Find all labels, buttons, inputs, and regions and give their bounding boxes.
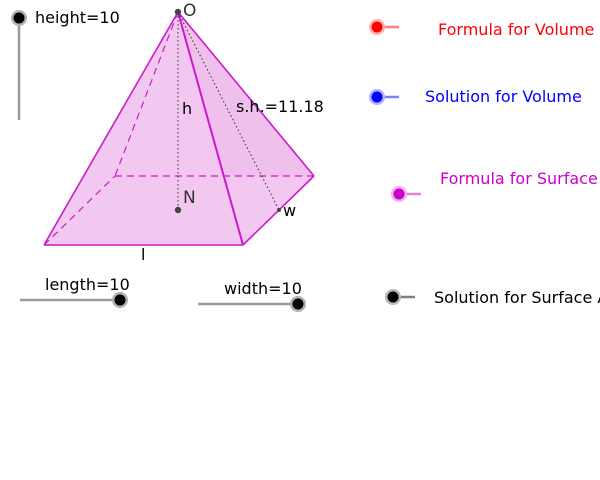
height-slider-knob[interactable] (13, 12, 25, 24)
slant-height-line (177, 11, 280, 211)
toggle-surface-formula-knob[interactable] (393, 188, 405, 200)
center-label: N (183, 188, 196, 208)
edge-apex-left (43, 11, 179, 246)
hidden-edge-apex-back (114, 11, 179, 177)
width-slider-label: width=10 (224, 279, 302, 298)
toggle-volume-formula-label[interactable]: Formula for Volume (438, 20, 595, 39)
length-slider-knob[interactable] (114, 294, 126, 306)
toggle-volume-solution-label[interactable]: Solution for Volume (425, 87, 582, 106)
length-slider-label: length=10 (45, 275, 130, 294)
toggle-surface-solution-knob[interactable] (387, 291, 399, 303)
slant-foot-point (277, 208, 281, 212)
hidden-edge-back-left (43, 175, 116, 246)
length-label: l (141, 245, 146, 264)
apex-point[interactable] (174, 8, 182, 16)
toggle-volume-formula-knob[interactable] (371, 21, 383, 33)
apex-label: O (183, 1, 197, 21)
center-point[interactable] (174, 206, 182, 214)
height-slider-label: height=10 (35, 8, 120, 27)
edge-apex-front-right (177, 11, 244, 246)
slant-height-label: s.h.=11.18 (236, 97, 324, 116)
height-label: h (182, 99, 193, 118)
edge-apex-back-right (177, 11, 315, 177)
toggle-surface-solution-label[interactable]: Solution for Surface A (434, 288, 600, 307)
toggle-surface-formula-label[interactable]: Formula for Surface (440, 169, 598, 188)
width-label: w (283, 201, 297, 220)
width-slider-knob[interactable] (292, 298, 304, 310)
toggle-volume-solution-knob[interactable] (371, 91, 383, 103)
